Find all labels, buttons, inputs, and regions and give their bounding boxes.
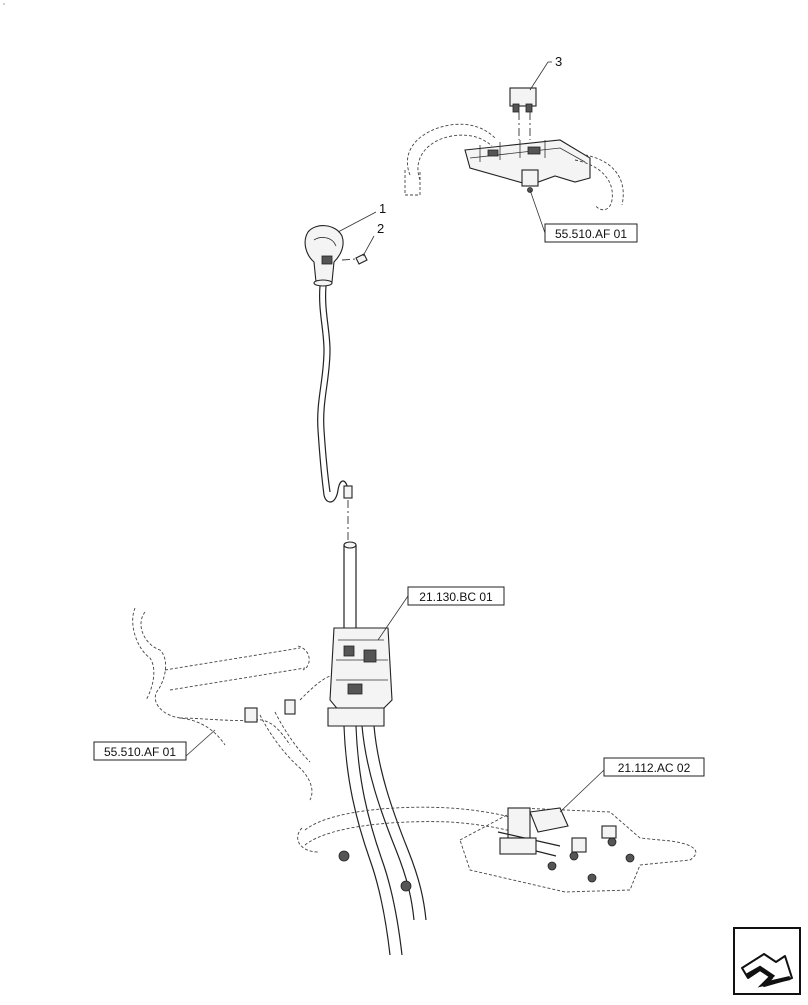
shift-knob-assembly: [304, 225, 368, 540]
callout-2: 2: [377, 221, 384, 236]
upper-bracket-assembly: [404, 87, 624, 211]
middle-valve-assembly: [327, 541, 427, 956]
navigation-arrow-icon[interactable]: [733, 927, 801, 995]
left-harness: [132, 607, 331, 801]
lower-manifold-assembly: [297, 806, 697, 893]
callout-1: 1: [379, 201, 386, 216]
ref-label-21-112-ac-02: 21.112.AC 02: [618, 761, 691, 775]
ref-label-21-130-bc-01: 21.130.BC 01: [419, 590, 493, 604]
ref-label-55-510-af-01-left: 55.510.AF 01: [104, 745, 176, 759]
ref-label-55-510-af-01-top: 55.510.AF 01: [555, 227, 627, 241]
callout-3: 3: [555, 54, 562, 69]
